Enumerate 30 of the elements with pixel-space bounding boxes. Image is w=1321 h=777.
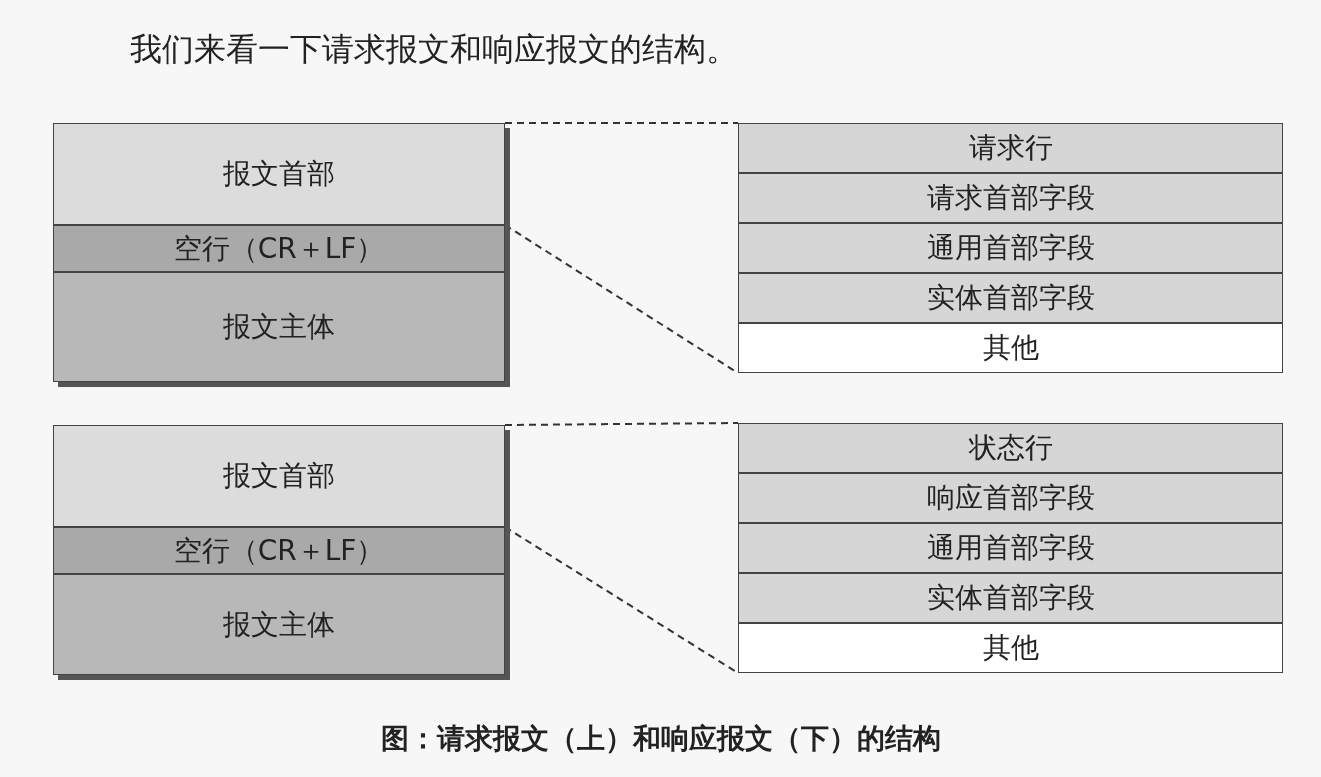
- table-row: [738, 273, 1283, 323]
- figure-caption: 图：请求报文（上）和响应报文（下）的结构: [379, 721, 942, 757]
- row-label: 报文主体: [223, 309, 335, 345]
- row-label: 报文首部: [223, 156, 335, 192]
- table-row: [738, 173, 1283, 223]
- row-label: 状态行: [968, 430, 1053, 466]
- dashed-line: [504, 422, 739, 426]
- row-label: 响应首部字段: [926, 480, 1095, 516]
- table-row: [738, 223, 1283, 273]
- row-label: 通用首部字段: [926, 530, 1095, 566]
- row-label: 实体首部字段: [926, 280, 1095, 316]
- row-label: 报文主体: [223, 606, 335, 643]
- table-row: [738, 423, 1283, 473]
- row-label: 空行（CR＋LF）: [173, 230, 385, 267]
- table-row: [738, 123, 1283, 173]
- table-row: [738, 523, 1283, 573]
- row-label: 其他: [982, 630, 1039, 666]
- row-label: 报文首部: [223, 458, 335, 494]
- row-label: 请求行: [968, 130, 1053, 166]
- table-row: [738, 473, 1283, 523]
- row-label: 通用首部字段: [926, 230, 1095, 266]
- row-label: 请求首部字段: [926, 180, 1095, 216]
- table-row: [738, 573, 1283, 623]
- table-row: [738, 323, 1283, 373]
- table-row: [738, 623, 1283, 673]
- row-label: 空行（CR＋LF）: [173, 532, 385, 569]
- row-label: 实体首部字段: [926, 580, 1095, 616]
- title: 我们来看一下请求报文和响应报文的结构。: [130, 29, 738, 70]
- row-label: 其他: [982, 330, 1039, 366]
- dashed-line: [504, 122, 739, 124]
